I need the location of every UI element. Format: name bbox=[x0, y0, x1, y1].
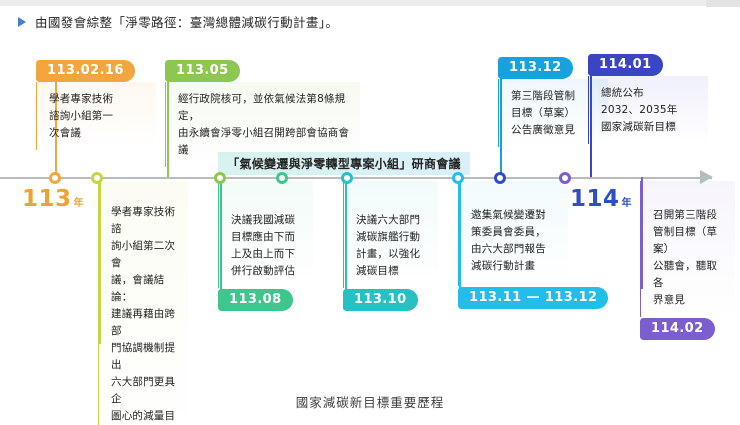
banner-text: 「氣候變遷與淨零轉型專案小組」研商會議 bbox=[227, 155, 461, 172]
timeline-event-card[interactable]: 學者專家技術諮詢小組第二次會議，會議結論：建議再藉由跨部門協調機制提出六大部門更… bbox=[98, 181, 188, 425]
event-date-badge: 113.08 bbox=[218, 289, 293, 311]
event-date-badge: 113.02.16 bbox=[36, 60, 135, 82]
timeline-marker bbox=[214, 172, 226, 184]
timeline-connector-line bbox=[99, 177, 101, 344]
year-label-end: 114 年 bbox=[570, 186, 632, 212]
year-end-number: 114 bbox=[570, 186, 620, 212]
event-description: 邀集氣候變遷對策委員會委員，由六大部門報告減碳行動計畫 bbox=[458, 181, 568, 286]
event-description: 召開第三階段管制目標（草案）公聽會，聽取各界意見 bbox=[640, 181, 735, 317]
timeline-marker bbox=[49, 172, 61, 184]
timeline-connector-line bbox=[55, 68, 57, 177]
timeline-connector-line bbox=[167, 68, 169, 177]
year-end-suffix: 年 bbox=[621, 198, 632, 209]
slide-top-edge-right bbox=[706, 0, 740, 7]
timeline-marker bbox=[276, 172, 288, 184]
timeline-connector-line bbox=[459, 177, 461, 292]
year-label-start: 113 年 bbox=[22, 186, 84, 212]
timeline-marker bbox=[341, 172, 353, 184]
event-date-badge: 113.10 bbox=[343, 289, 418, 311]
event-date-badge: 114.02 bbox=[640, 318, 715, 340]
event-description: 決議六大部門減碳旗艦行動計畫，以強化減碳目標 bbox=[343, 181, 438, 288]
event-description: 學者專家技術諮詢小組第一次會議 bbox=[36, 82, 156, 150]
header-text: 由國發會綜整「淨零路徑：臺灣總體減碳行動計畫」。 bbox=[35, 15, 339, 30]
triangle-right-icon bbox=[18, 16, 26, 27]
timeline-marker bbox=[91, 172, 103, 184]
timeline-marker bbox=[494, 172, 506, 184]
timeline-marker bbox=[559, 172, 571, 184]
timeline-connector-line bbox=[500, 66, 502, 177]
year-start-suffix: 年 bbox=[73, 198, 84, 209]
project-group-banner: 「氣候變遷與淨零轉型專案小組」研商會議 bbox=[218, 152, 470, 175]
event-description: 經行政院核可，並依氣候法第8條規定，由永續會淨零小組召開跨部會協商會議 bbox=[165, 82, 360, 167]
event-description: 第三階段管制目標（草案）公告廣徵意見 bbox=[498, 79, 608, 147]
event-date-badge: 113.12 bbox=[498, 57, 573, 79]
timeline-connector-line bbox=[641, 177, 643, 289]
timeline-connector-line bbox=[590, 64, 592, 177]
event-date-badge: 113.05 bbox=[165, 60, 240, 82]
timeline-connector-line bbox=[220, 177, 222, 292]
year-start-number: 113 bbox=[22, 186, 72, 212]
timeline-arrow-icon bbox=[700, 170, 713, 184]
timeline-marker bbox=[452, 172, 464, 184]
event-date-badge: 114.01 bbox=[588, 54, 663, 76]
timeline-axis bbox=[0, 177, 712, 179]
event-description: 學者專家技術諮詢小組第二次會議，會議結論：建議再藉由跨部門協調機制提出六大部門更… bbox=[98, 181, 188, 425]
header-bullet-line: 由國發會綜整「淨零路徑：臺灣總體減碳行動計畫」。 bbox=[18, 12, 338, 31]
slide-top-edge bbox=[0, 0, 740, 6]
event-date-badge: 113.11 — 113.12 bbox=[458, 287, 609, 309]
timeline-connector-line bbox=[345, 177, 347, 292]
event-description: 決議我國減碳目標應由下而上及由上而下併行啟動評估 bbox=[218, 181, 313, 288]
figure-caption: 國家減碳新目標重要歷程 bbox=[295, 395, 445, 410]
